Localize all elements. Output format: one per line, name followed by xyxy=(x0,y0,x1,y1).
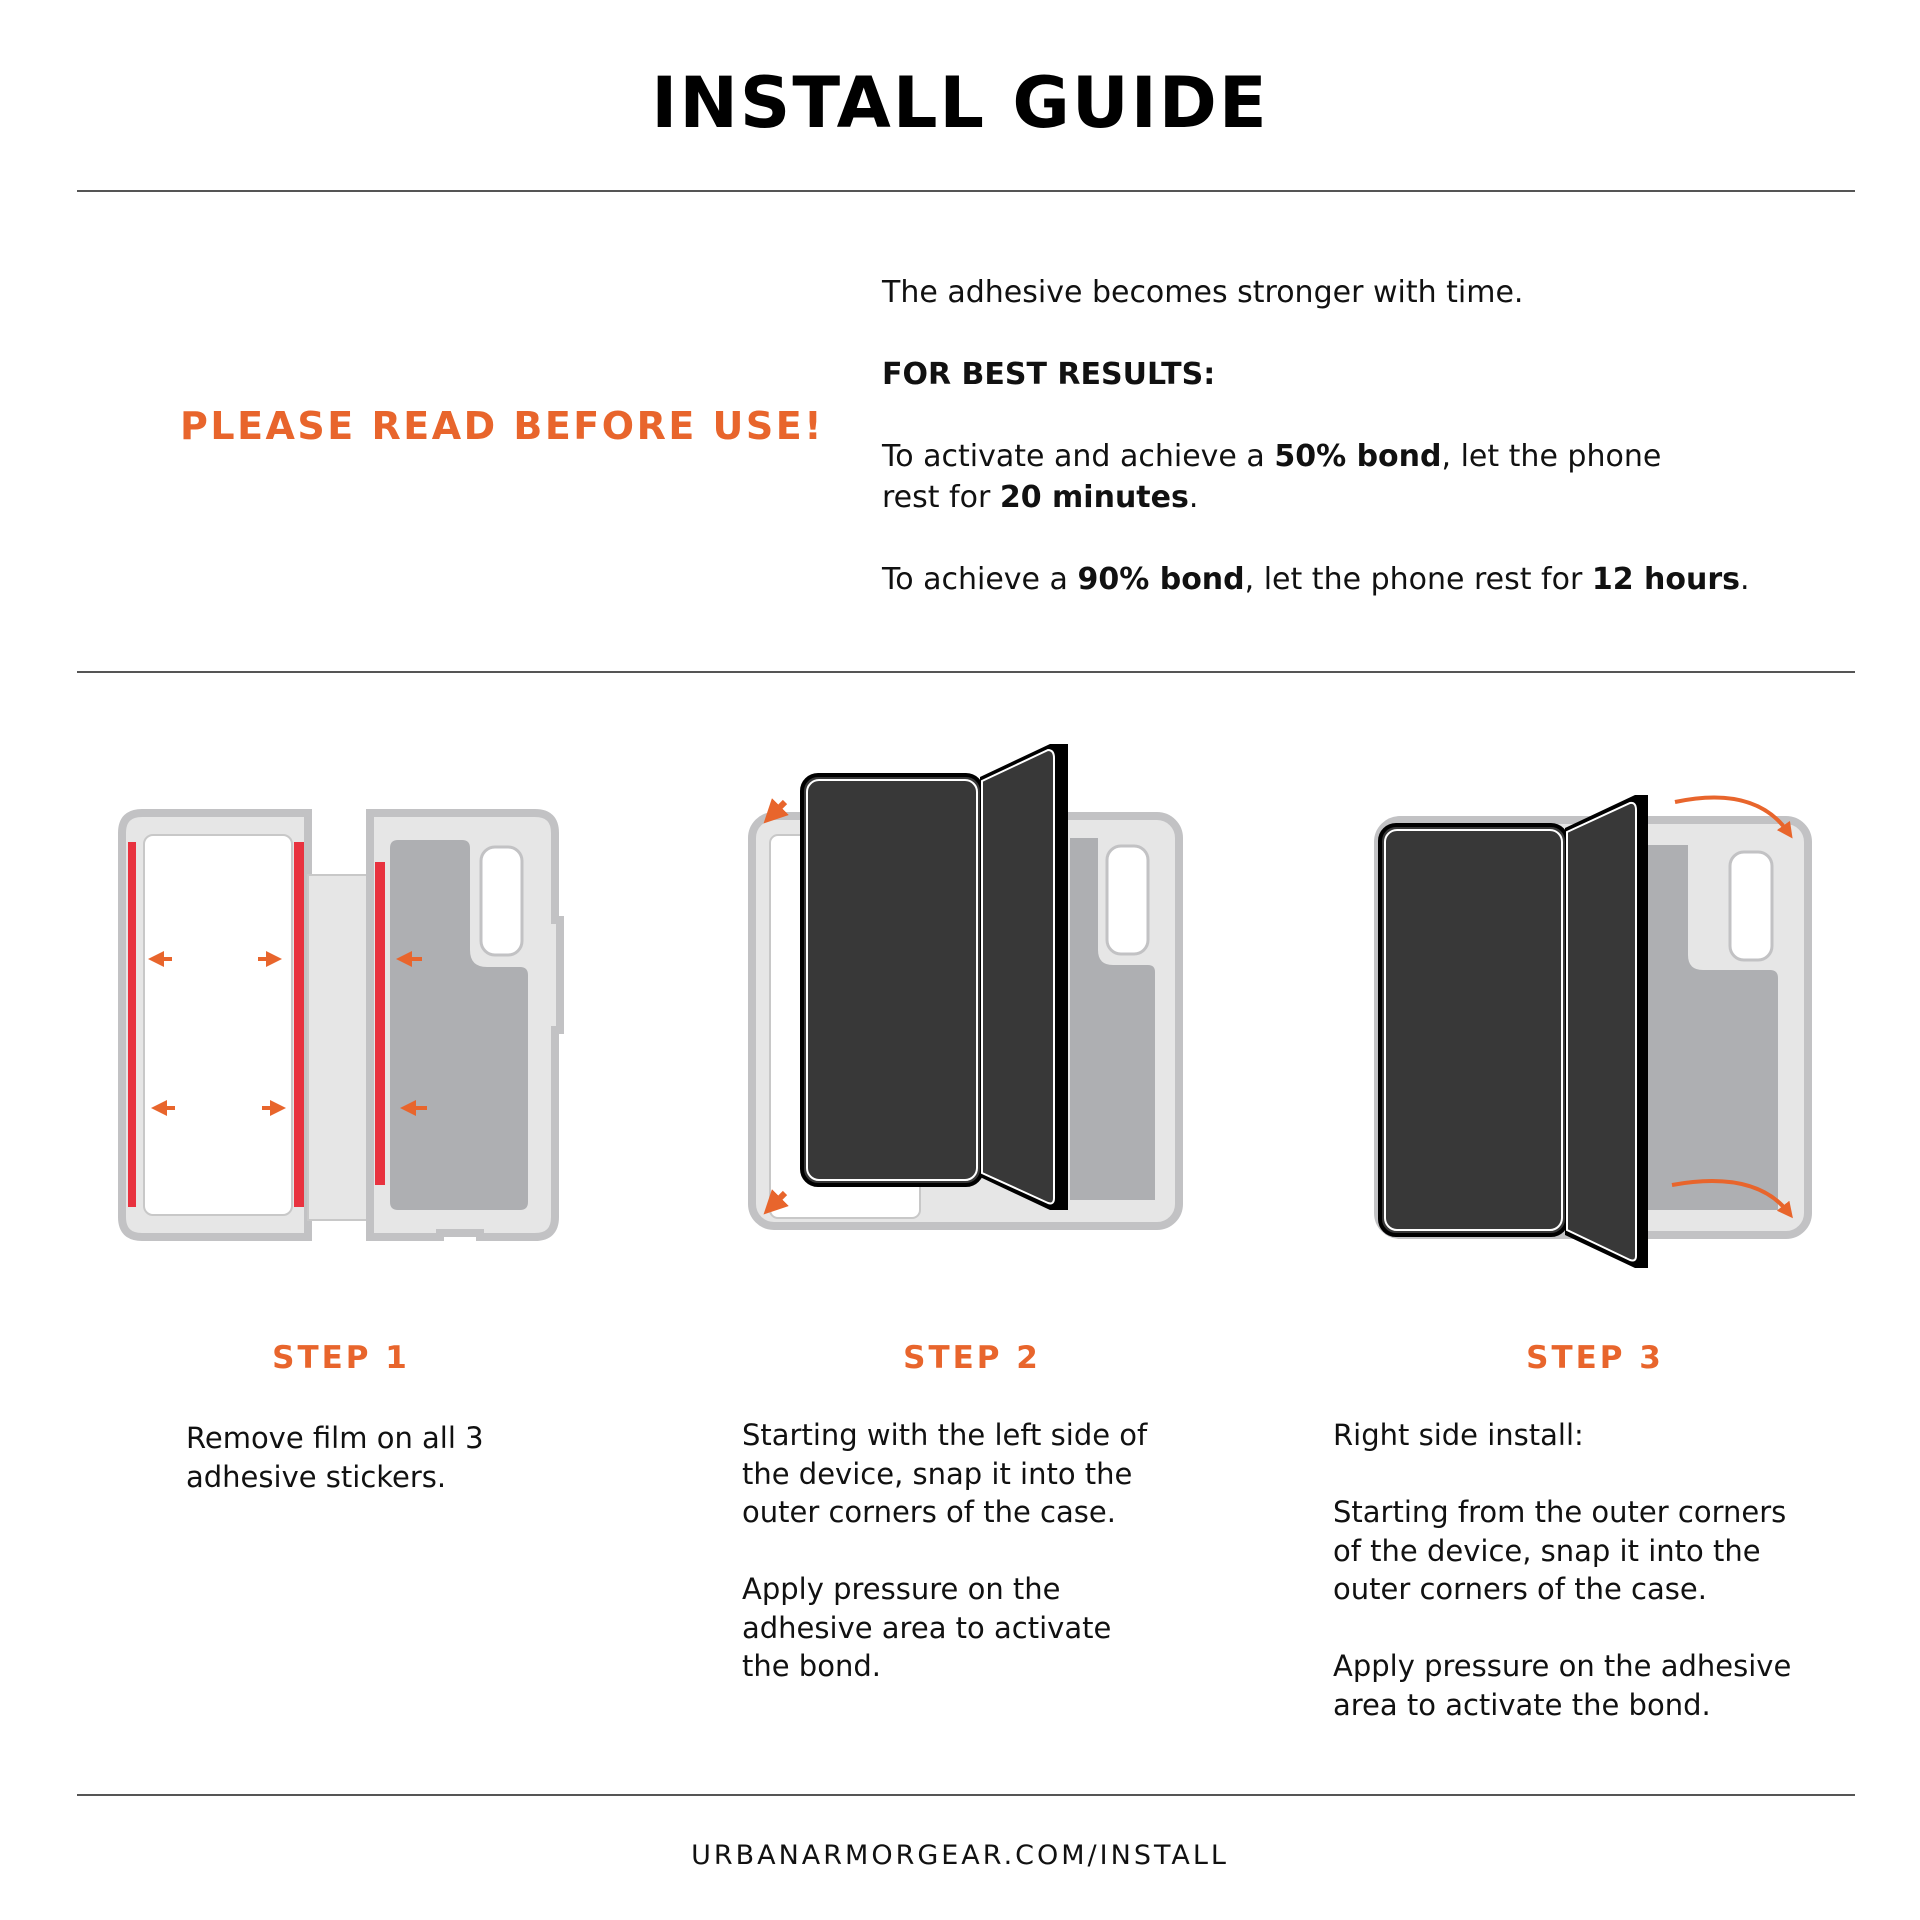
info-50-bond: To activate and achieve a 50% bond, let … xyxy=(882,439,1662,515)
snap-arrow-icons xyxy=(763,798,789,1215)
camera-cutout xyxy=(1105,844,1150,956)
step1-illustration xyxy=(118,809,564,1241)
info-line: The adhesive becomes stronger with time. xyxy=(882,275,1524,310)
curved-arrow-icons xyxy=(1671,795,1793,1219)
case-left-inner xyxy=(143,834,293,1216)
case-inner-back xyxy=(1070,838,1155,1200)
adhesive-info: The adhesive becomes stronger with time.… xyxy=(882,272,1882,641)
device-left-panel xyxy=(800,773,984,1187)
case-hinge xyxy=(307,874,369,1221)
step-3-text: Right side install: Starting from the ou… xyxy=(1333,1418,1792,1722)
step2-illustration xyxy=(748,744,1183,1230)
step-2-label: STEP 2 xyxy=(903,1340,1041,1376)
adhesive-strip xyxy=(128,842,136,1207)
step3-illustration xyxy=(1374,795,1812,1268)
camera-cutout xyxy=(479,845,524,957)
step-3-label: STEP 3 xyxy=(1526,1340,1664,1376)
device-left-panel xyxy=(1378,823,1569,1237)
info-90-bond: To achieve a 90% bond, let the phone res… xyxy=(882,562,1750,597)
page-title: INSTALL GUIDE xyxy=(651,62,1269,144)
step-1-label: STEP 1 xyxy=(272,1340,410,1376)
divider xyxy=(77,190,1855,192)
warning-heading: PLEASE READ BEFORE USE! xyxy=(180,404,825,448)
case-inner-back xyxy=(1648,845,1778,1210)
divider xyxy=(77,671,1855,673)
camera-cutout xyxy=(1728,850,1774,962)
divider xyxy=(77,1794,1855,1796)
case-inner-back xyxy=(390,840,528,1210)
adhesive-strip xyxy=(375,862,385,1185)
footer-url[interactable]: URBANARMORGEAR.COM/INSTALL xyxy=(691,1840,1229,1871)
best-results-heading: FOR BEST RESULTS: xyxy=(882,357,1216,392)
adhesive-strip xyxy=(294,842,304,1207)
peel-arrow-icons xyxy=(148,951,427,1116)
